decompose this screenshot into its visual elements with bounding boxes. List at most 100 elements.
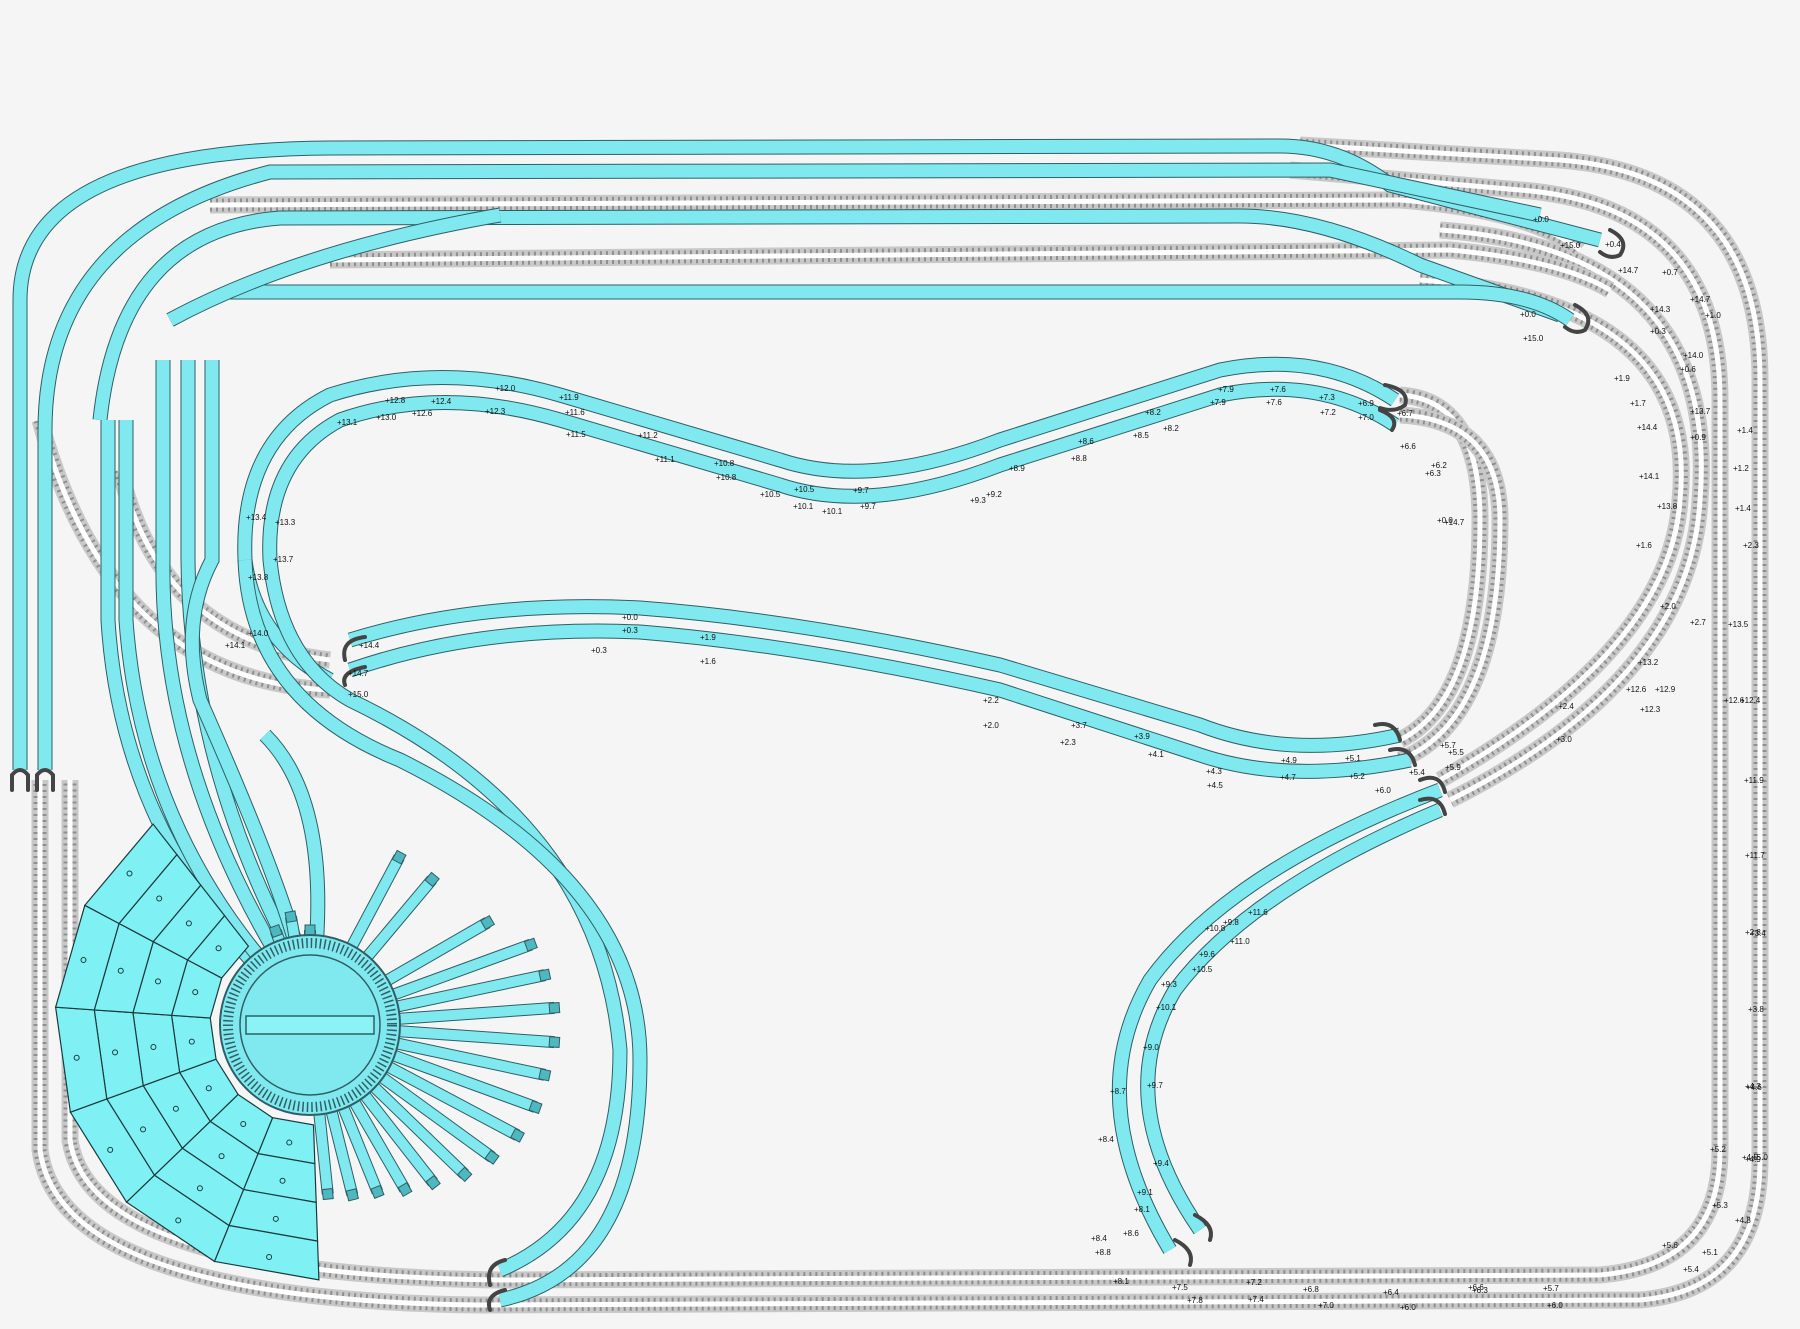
stall-marker (140, 1126, 147, 1133)
height-label: +13.5 (1728, 620, 1749, 629)
stall-marker (80, 957, 87, 964)
radiating-track[interactable] (326, 1109, 358, 1197)
height-label: +13.7 (1690, 407, 1711, 416)
track-stop-block (528, 1100, 543, 1115)
stall-marker (156, 895, 163, 902)
radiating-track[interactable] (369, 1082, 469, 1178)
radiating-track[interactable] (385, 1061, 520, 1140)
height-label: +15.0 (1560, 241, 1581, 250)
stall-marker (73, 1054, 80, 1061)
height-label: +11.5 (566, 430, 586, 439)
radiating-track[interactable] (390, 1050, 538, 1112)
roundhouse-stall[interactable] (83, 823, 178, 925)
height-label: +14.3 (1650, 305, 1671, 314)
right-helix-tracks (1111, 782, 1443, 1254)
track-stop-block (538, 1068, 552, 1082)
height-label: +8.5 (1133, 431, 1149, 440)
height-label: +5.2 (1710, 1145, 1726, 1154)
height-label: +2.2 (983, 696, 999, 705)
height-label: +9.4 (1153, 1159, 1169, 1168)
turntable-ring (223, 938, 397, 1112)
height-label: +3.9 (1134, 732, 1150, 741)
radiating-track[interactable] (314, 1111, 333, 1195)
height-label: +7.5 (1172, 1283, 1188, 1292)
bumper (1378, 383, 1408, 412)
height-label: +8.4 (1098, 1135, 1114, 1144)
height-label: +4.9 (1281, 756, 1297, 765)
track-stop-block (304, 924, 316, 936)
height-label: +12.6 (412, 409, 433, 418)
height-label: +10.5 (1192, 965, 1213, 974)
height-label: +12.6 (1724, 696, 1745, 705)
height-label: +1.6 (700, 657, 716, 666)
stall-marker (188, 1038, 195, 1045)
height-label: +11.9 (559, 393, 579, 402)
height-label: +3.8 (1748, 1005, 1764, 1014)
height-label: +1.2 (1733, 464, 1749, 473)
figure-loop-tracks (237, 356, 1412, 1308)
height-label: +8.4 (1091, 1234, 1107, 1243)
track-stop-block (321, 1188, 334, 1201)
radiating-track[interactable] (390, 939, 533, 1000)
turntable[interactable] (219, 849, 561, 1202)
height-label: +0.3 (1650, 327, 1666, 336)
height-label: +7.9 (1210, 398, 1226, 407)
radiating-track[interactable] (362, 876, 436, 961)
height-label: +5.1 (1702, 1248, 1718, 1257)
turntable-bridge[interactable] (245, 1015, 375, 1035)
height-label: +6.4 (1383, 1288, 1399, 1297)
height-label: +15.0 (348, 690, 369, 699)
height-label: +5.4 (1409, 768, 1425, 777)
height-label: +6.6 (1468, 1283, 1484, 1292)
radiating-track[interactable] (338, 1104, 383, 1194)
height-label: +13.8 (1657, 502, 1678, 511)
bumper (10, 768, 30, 792)
track-stop-block (510, 1127, 525, 1143)
height-label: +7.2 (1246, 1278, 1262, 1287)
height-label: +6.8 (1303, 1285, 1319, 1294)
bumper (1598, 228, 1626, 259)
upper-yard-tracks (12, 138, 1602, 770)
height-label: +8.7 (1110, 1087, 1126, 1096)
height-label: +0.0 (1437, 516, 1453, 525)
height-label: +13.7 (273, 555, 294, 564)
track-stop-block (425, 1174, 441, 1191)
height-label: +14.0 (248, 629, 269, 638)
height-label: +6.6 (1400, 442, 1416, 451)
height-label: +11.1 (655, 455, 675, 464)
height-label: +4.5 (1742, 1153, 1758, 1162)
radiating-track[interactable] (346, 854, 404, 950)
radiating-track[interactable] (383, 918, 491, 986)
stall-marker (272, 1215, 279, 1222)
height-label: +11.6 (1248, 908, 1268, 917)
radiating-track[interactable] (349, 1098, 410, 1193)
height-label: +2.8 (1745, 928, 1761, 937)
height-label: +6.0 (1375, 786, 1391, 795)
radiating-track[interactable] (360, 1091, 438, 1186)
height-label: +4.1 (1148, 750, 1164, 759)
height-label: +9.3 (1161, 980, 1177, 989)
height-label: +10.5 (794, 485, 815, 494)
height-label: +15.0 (1523, 334, 1544, 343)
radiating-track[interactable] (395, 970, 546, 1012)
height-label: +5.6 (1662, 1241, 1678, 1250)
height-label: +5.1 (1345, 754, 1361, 763)
radiating-track[interactable] (395, 1038, 546, 1080)
height-label: +12.9 (1655, 685, 1676, 694)
height-label: +3.0 (1556, 735, 1572, 744)
track-stop-block (548, 1002, 561, 1014)
height-label: +10.8 (1205, 924, 1226, 933)
height-label: +9.7 (860, 502, 876, 511)
height-label: +3.4 (1750, 929, 1766, 938)
height-label: +7.0 (1318, 1301, 1334, 1310)
height-label: +11.7 (1745, 851, 1765, 860)
radiating-track[interactable] (397, 1026, 555, 1048)
height-label: +9.7 (1147, 1081, 1163, 1090)
height-label: +10.1 (793, 502, 814, 511)
height-label: +7.6 (1266, 398, 1282, 407)
radiating-track[interactable] (378, 1072, 495, 1162)
stall-marker (155, 978, 162, 985)
radiating-track[interactable] (397, 1002, 555, 1024)
track-stop-block (484, 1149, 500, 1165)
track-stop-block (548, 1036, 561, 1048)
